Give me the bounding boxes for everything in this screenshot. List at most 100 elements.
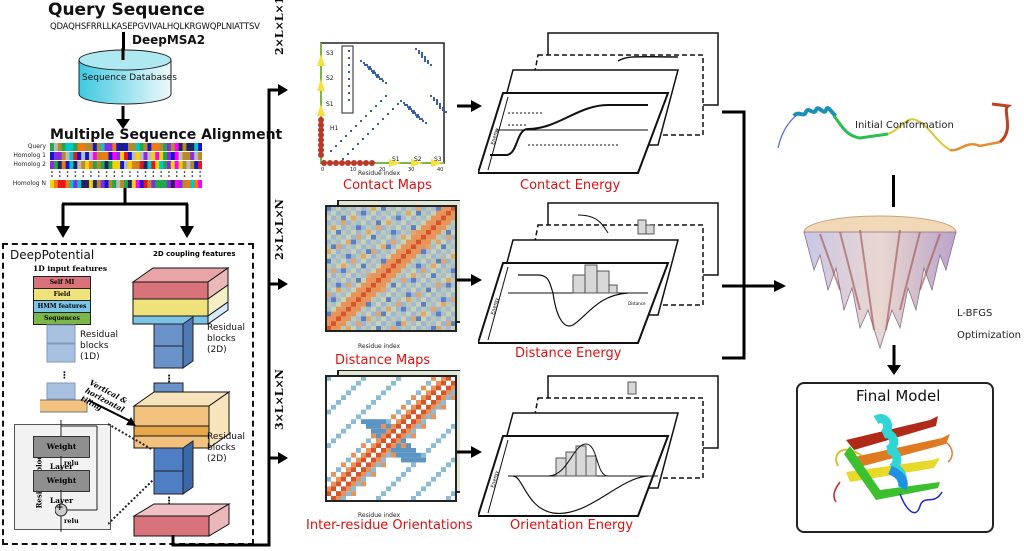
- distance-map-cell: [421, 278, 426, 283]
- distance-map-cell: [411, 326, 416, 331]
- orientation-map-cell: [361, 481, 366, 487]
- contact-point: [366, 64, 368, 66]
- distance-map-cell: [376, 234, 381, 240]
- strand-marker: [431, 159, 443, 167]
- msa-cell: [182, 180, 187, 188]
- distance-map-cell: [391, 220, 396, 226]
- distance-map-cell: [441, 234, 446, 240]
- msa-cell: [96, 180, 101, 188]
- msa-cell: [85, 180, 90, 188]
- distance-map-cell: [446, 234, 451, 240]
- msa-row-label: Homolog 1: [13, 152, 46, 159]
- distance-map-cell: [346, 302, 351, 307]
- svg-text:⋮: ⋮: [60, 371, 69, 381]
- msa-cell: [186, 143, 191, 151]
- distance-map-cell: [441, 297, 446, 302]
- distance-map-cell: [431, 215, 436, 221]
- msa-cell: [65, 161, 70, 169]
- msa-cell: [139, 161, 144, 169]
- msa-cell: [155, 152, 160, 160]
- contact-point: [348, 50, 350, 52]
- msa-cell: [190, 161, 195, 169]
- msa-cell: [69, 161, 74, 169]
- orientation-map-cell: [351, 462, 356, 468]
- msa-cell: [124, 161, 129, 169]
- distance-map-cell: [446, 230, 451, 235]
- orientation-map-cell: [436, 385, 441, 391]
- distance-map-cell: [396, 273, 401, 278]
- distance-map-cell: [401, 287, 406, 293]
- distance-map-cell: [431, 268, 436, 274]
- orientation-map-cell: [346, 457, 351, 463]
- orientation-map-cell: [391, 428, 396, 434]
- arrow-down-icon: [887, 345, 901, 375]
- msa-gap-dot: [74, 175, 77, 177]
- orientation-map-cell: [446, 385, 451, 391]
- orientation-map-cell: [416, 414, 421, 420]
- distance-map-cell: [451, 230, 456, 235]
- msa-cell: [147, 180, 152, 188]
- contact-point: [421, 118, 423, 120]
- msa-cell: [131, 161, 137, 169]
- distance-map-cell: [376, 297, 381, 302]
- energy-y-axis: [487, 266, 509, 341]
- distance-map-cell: [381, 306, 386, 312]
- distance-map-cell: [411, 249, 416, 254]
- helix-marker: [321, 160, 327, 166]
- distance-map-cell: [381, 278, 386, 283]
- msa-cell: [77, 180, 82, 188]
- orientation-map-cell: [331, 496, 336, 501]
- distance-map-cell: [366, 225, 371, 230]
- orientation-map-cell: [376, 419, 381, 424]
- distance-map-cell: [416, 282, 421, 288]
- orientation-map-cell: [331, 438, 336, 444]
- orientation-map-cell: [441, 376, 446, 381]
- distance-map-cell: [451, 297, 456, 302]
- distance-map-cell: [356, 249, 361, 254]
- residual-2d-block: [153, 316, 194, 369]
- distance-map-cell: [451, 302, 456, 307]
- distance-map-cell: [366, 326, 371, 331]
- ss-label: S2: [326, 75, 334, 82]
- distance-map-cell: [416, 316, 421, 322]
- orientation-map-cell: [391, 414, 396, 420]
- distance-map-cell: [331, 230, 336, 235]
- msa-cell: [69, 143, 74, 151]
- distance-map-cell: [451, 206, 456, 211]
- contact-point: [404, 104, 406, 106]
- distance-map-cell: [401, 321, 406, 326]
- orientation-map-cell: [351, 385, 356, 391]
- msa-cell: [178, 180, 183, 188]
- residual-2d-label-a: Residual blocks (2D): [207, 323, 246, 355]
- msa-cell: [50, 161, 55, 169]
- energy-y-axis: [487, 439, 509, 514]
- distance-map-cell: [366, 321, 371, 326]
- msa-cell: [166, 161, 172, 169]
- msa-cell: [159, 152, 164, 160]
- msa-gap-dot: [113, 175, 116, 177]
- orientation-map-cell: [376, 452, 381, 458]
- contact-point: [417, 114, 419, 116]
- distance-map-cell: [436, 206, 441, 211]
- distance-map-cell: [421, 297, 426, 302]
- distance-map-cell: [436, 268, 441, 274]
- orientation-map-cell: [356, 476, 361, 482]
- helix-marker: [339, 160, 345, 166]
- distance-map-cell: [416, 239, 421, 245]
- ss-label: S1: [326, 101, 334, 108]
- msa-cell: [170, 143, 176, 151]
- orientation-map-cell: [336, 491, 341, 496]
- distance-map-cell: [406, 249, 411, 254]
- contact-point: [433, 99, 435, 101]
- msa-cell: [155, 180, 160, 188]
- ss-label: S1: [392, 156, 400, 163]
- contact-point: [397, 103, 399, 105]
- distance-map-cell: [351, 321, 356, 326]
- msa-cell: [170, 180, 176, 188]
- distance-map-cell: [371, 306, 376, 312]
- distance-map-cell: [331, 278, 336, 283]
- distance-map-cell: [421, 258, 426, 264]
- distance-map-cell: [341, 244, 346, 250]
- distance-map-cell: [386, 230, 391, 235]
- distance-map-cell: [441, 306, 446, 312]
